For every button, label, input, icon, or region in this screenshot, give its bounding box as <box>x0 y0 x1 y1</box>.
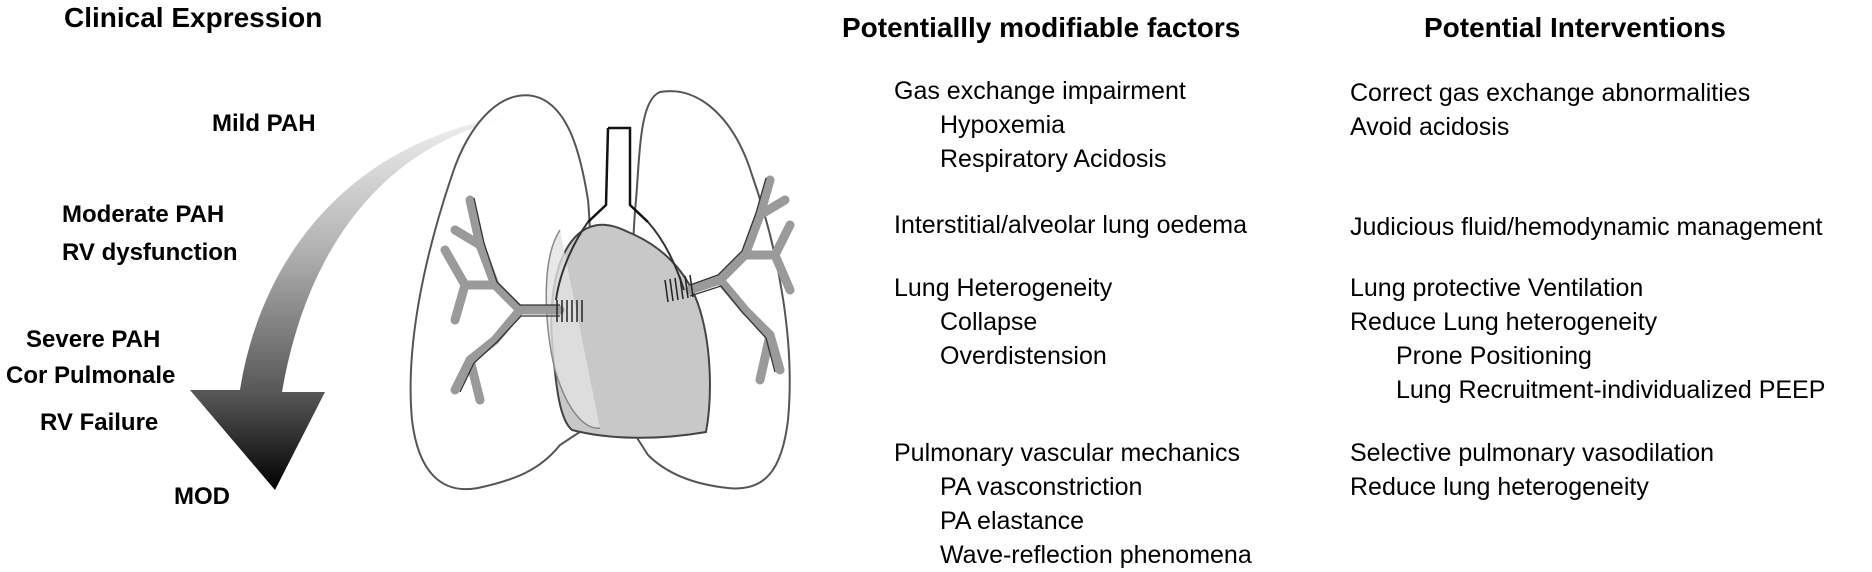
interventions-header: Potential Interventions <box>1424 12 1726 43</box>
factor-sub: Overdistension <box>940 342 1107 370</box>
stage-rv-failure: RV Failure <box>40 409 159 436</box>
intervention-line: Judicious fluid/hemodynamic management <box>1350 213 1823 241</box>
factor-title: Interstitial/alveolar lung oedema <box>894 211 1247 239</box>
factor-title: Pulmonary vascular mechanics <box>894 439 1240 467</box>
intervention-line: Reduce Lung heterogeneity <box>1350 308 1658 336</box>
stage-mod: MOD <box>174 483 230 510</box>
factor-sub: Collapse <box>940 308 1038 336</box>
left-bronchi-icon <box>440 195 565 405</box>
modifiable-factors-header: Potentiallly modifiable factors <box>842 12 1241 43</box>
factor-lung-heterogeneity: Lung Heterogeneity Collapse Overdistensi… <box>894 271 1112 373</box>
severity-arrow-icon <box>190 112 540 490</box>
stage-rv-dysfunction: RV dysfunction <box>62 239 238 266</box>
intervention-fluid-management: Judicious fluid/hemodynamic management <box>1350 210 1822 244</box>
intervention-vasodilation: Selective pulmonary vasodilation Reduce … <box>1350 436 1714 504</box>
factor-sub: PA elastance <box>940 507 1085 535</box>
trachea-icon <box>587 126 649 223</box>
factor-sub: Respiratory Acidosis <box>940 145 1167 173</box>
factor-gas-exchange: Gas exchange impairment Hypoxemia Respir… <box>894 74 1186 176</box>
stage-severe-pah: Severe PAH <box>26 326 161 353</box>
intervention-gas-exchange: Correct gas exchange abnormalities Avoid… <box>1350 76 1750 144</box>
intervention-line: Selective pulmonary vasodilation <box>1350 439 1715 467</box>
factor-sub: Hypoxemia <box>940 111 1066 139</box>
clinical-expression-header: Clinical Expression <box>64 2 323 33</box>
factor-title: Gas exchange impairment <box>894 77 1186 105</box>
stage-mild-pah: Mild PAH <box>212 110 316 137</box>
intervention-line: Avoid acidosis <box>1350 113 1510 141</box>
stage-moderate-pah: Moderate PAH <box>62 201 225 228</box>
factor-title: Lung Heterogeneity <box>894 274 1113 302</box>
intervention-line: Lung protective Ventilation <box>1350 274 1644 302</box>
stage-cor-pulmonale: Cor Pulmonale <box>6 362 176 389</box>
factor-vascular-mechanics: Pulmonary vascular mechanics PA vasconst… <box>894 436 1252 572</box>
factor-sub: PA vasconstriction <box>940 473 1143 501</box>
right-bronchi-icon <box>685 175 795 385</box>
factor-lung-oedema: Interstitial/alveolar lung oedema <box>894 208 1247 242</box>
factor-sub: Wave-reflection phenomena <box>940 541 1252 569</box>
intervention-ventilation: Lung protective Ventilation Reduce Lung … <box>1350 271 1825 407</box>
intervention-line: Correct gas exchange abnormalities <box>1350 79 1751 107</box>
intervention-sub: Lung Recruitment-individualized PEEP <box>1396 376 1826 404</box>
intervention-sub: Prone Positioning <box>1396 342 1592 370</box>
intervention-line: Reduce lung heterogeneity <box>1350 473 1649 501</box>
